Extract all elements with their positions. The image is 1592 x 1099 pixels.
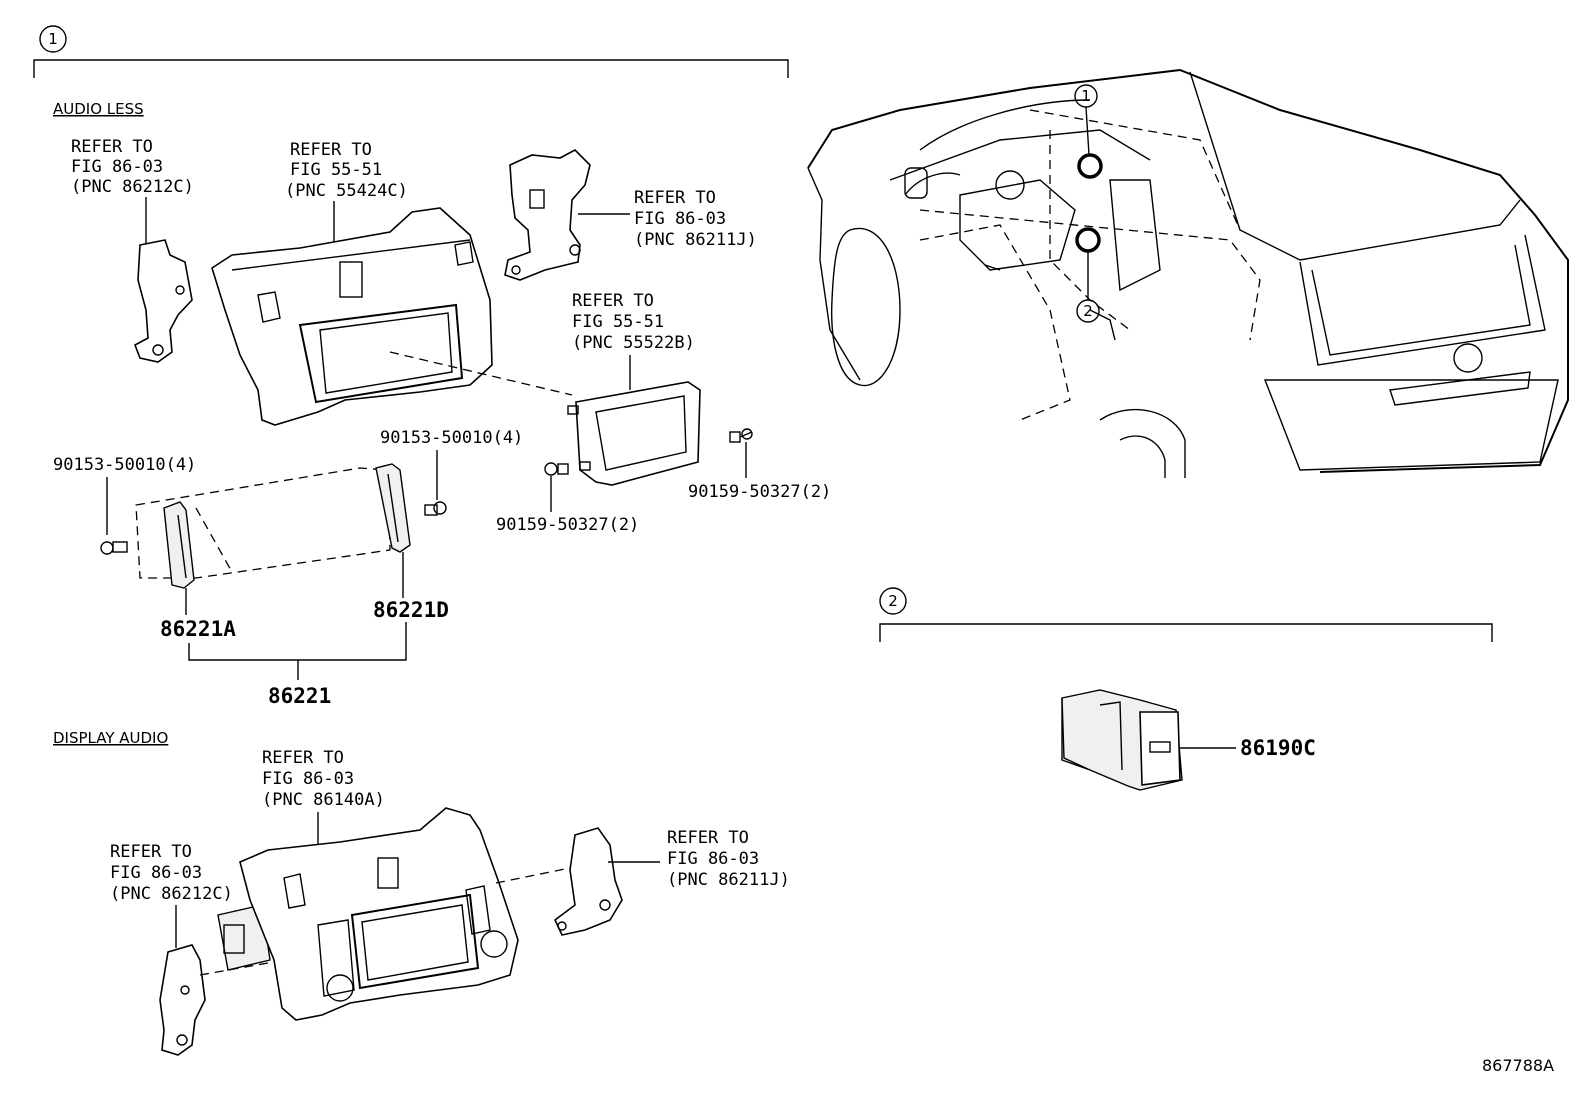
svg-text:(PNC 86211J): (PNC 86211J) (634, 230, 757, 250)
svg-text:REFER TO: REFER TO (667, 828, 749, 848)
vehicle-callout-2: 2 (1076, 252, 1100, 323)
audio-less-bezel (211, 207, 493, 426)
vehicle-callout-1: 1 (1074, 84, 1098, 156)
svg-text:FIG 55-51: FIG 55-51 (290, 160, 382, 180)
svg-text:(PNC 86212C): (PNC 86212C) (71, 177, 194, 197)
upper-bracket-right (504, 149, 591, 281)
svg-text:FIG 86-03: FIG 86-03 (667, 849, 759, 869)
section-2-number: 2 (888, 592, 898, 610)
ref-55424c: REFER TO FIG 55-51 (PNC 55424C) (285, 140, 408, 201)
svg-text:(PNC 55424C): (PNC 55424C) (285, 181, 408, 201)
svg-text:REFER TO: REFER TO (634, 188, 716, 208)
svg-text:REFER TO: REFER TO (110, 842, 192, 862)
section-1-marker: 1 (39, 25, 67, 53)
screw-left (544, 462, 569, 476)
svg-text:(PNC 55522B): (PNC 55522B) (572, 333, 695, 353)
svg-text:REFER TO: REFER TO (572, 291, 654, 311)
svg-text:REFER TO: REFER TO (290, 140, 372, 160)
part-86221a-label: 86221A (160, 617, 236, 641)
ref-86211j-top: REFER TO FIG 86-03 (PNC 86211J) (634, 188, 757, 250)
audio-less-heading: AUDIO LESS (53, 100, 144, 118)
bolt-right (424, 501, 447, 516)
ref-86140a: REFER TO FIG 86-03 (PNC 86140A) (262, 748, 385, 810)
svg-text:FIG 86-03: FIG 86-03 (634, 209, 726, 229)
svg-text:REFER TO: REFER TO (262, 748, 344, 768)
svg-text:(PNC 86140A): (PNC 86140A) (262, 790, 385, 810)
screw-right (729, 428, 753, 443)
ref-86211j-bottom: REFER TO FIG 86-03 (PNC 86211J) (667, 828, 790, 890)
side-bracket-right-bottom (554, 827, 623, 936)
head-unit-outline (135, 467, 391, 579)
bolt-left-label: 90153-50010(4) (53, 455, 196, 475)
section-2-bracket (879, 623, 1493, 642)
part-86221d-label: 86221D (373, 598, 449, 622)
vehicle-illustration (807, 68, 1569, 478)
side-bracket-left-top (134, 239, 193, 363)
display-audio-heading: DISPLAY AUDIO (53, 729, 168, 747)
ref-86212c-bottom: REFER TO FIG 86-03 (PNC 86212C) (110, 842, 233, 904)
section-1-number: 1 (48, 30, 58, 48)
bracket-86221d (375, 463, 411, 553)
part-86221-label: 86221 (268, 684, 331, 708)
bolt-right-label: 90153-50010(4) (380, 428, 523, 448)
section-1-bracket (33, 59, 789, 78)
part-86190c-label: 86190C (1240, 736, 1316, 760)
svg-text:1: 1 (1081, 87, 1091, 105)
svg-text:FIG 86-03: FIG 86-03 (71, 157, 163, 177)
screw-left-label: 90159-50327(2) (496, 515, 639, 535)
bolt-left (100, 541, 128, 555)
svg-text:FIG 86-03: FIG 86-03 (262, 769, 354, 789)
display-panel (567, 381, 701, 486)
bracket-86221a (163, 501, 195, 589)
svg-text:FIG 86-03: FIG 86-03 (110, 863, 202, 883)
section-2-marker: 2 (879, 587, 907, 615)
svg-text:2: 2 (1083, 302, 1093, 320)
ref-86212c-top: REFER TO FIG 86-03 (PNC 86212C) (71, 137, 194, 197)
svg-text:(PNC 86211J): (PNC 86211J) (667, 870, 790, 890)
assembly-line-display (389, 351, 573, 396)
svg-text:(PNC 86212C): (PNC 86212C) (110, 884, 233, 904)
head-unit-body (217, 904, 271, 971)
usb-jack (1061, 689, 1183, 791)
svg-text:REFER TO: REFER TO (71, 137, 153, 157)
figure-id: 867788A (1482, 1056, 1554, 1075)
ref-55522b: REFER TO FIG 55-51 (PNC 55522B) (572, 291, 695, 353)
svg-text:FIG 55-51: FIG 55-51 (572, 312, 664, 332)
screw-right-label: 90159-50327(2) (688, 482, 831, 502)
display-audio-bezel (239, 807, 519, 1021)
side-bracket-left-bottom (159, 944, 206, 1056)
